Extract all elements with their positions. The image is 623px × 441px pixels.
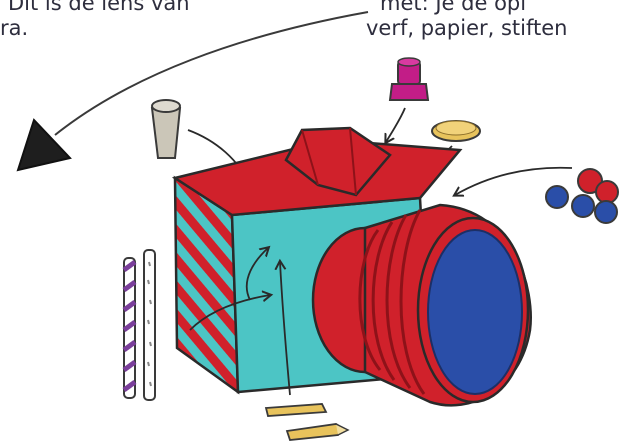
bottle-cap-icon <box>432 121 480 141</box>
pencil-icon <box>266 404 348 440</box>
cup-icon <box>152 100 180 158</box>
lid-icon <box>390 58 428 100</box>
beads-icon <box>546 169 618 223</box>
arrow-icon <box>386 108 405 142</box>
straw-icon <box>124 250 155 400</box>
